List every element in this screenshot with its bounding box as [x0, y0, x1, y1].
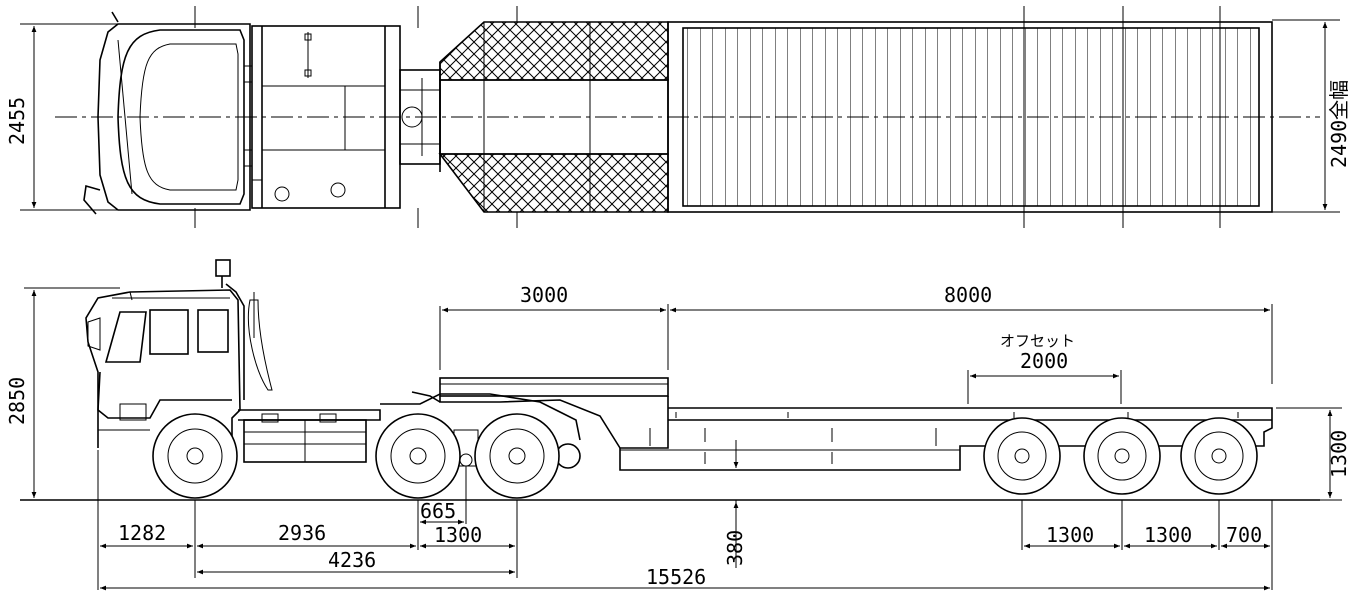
drive-wheel-1 — [375, 413, 461, 499]
wheels — [152, 413, 1258, 499]
overall-width-dimension: 2490全幅 — [1272, 19, 1351, 213]
fifth-wheel-plan — [399, 69, 441, 165]
front-to-rear-axle-label: 4236 — [328, 548, 376, 572]
lowbed-deck-plan — [667, 21, 1273, 213]
front-overhang-dimension: 1282 — [100, 521, 193, 549]
rear-overhang-label: 700 — [1226, 523, 1262, 547]
side-view: 2850 3000 8000 オフセット 2000 130 — [5, 259, 1351, 591]
trailer-axle-spacing-2-dimension: 1300 — [1124, 523, 1217, 549]
wheelbase-dimension: 2936 — [197, 521, 416, 549]
height-label: 2850 — [5, 377, 29, 425]
gooseneck-side — [411, 377, 669, 449]
offset-dimension: オフセット 2000 — [967, 332, 1122, 404]
rear-overhang-dimension: 700 — [1221, 523, 1270, 549]
trailer-wheel-1 — [983, 417, 1061, 495]
front-to-rear-axle-dimension: 4236 — [197, 548, 515, 575]
lowbed-length-label: 8000 — [944, 283, 992, 307]
trailer-axle-spacing-2-label: 1300 — [1144, 523, 1192, 547]
front-wheel — [152, 413, 238, 499]
deck-length-dimension: 3000 — [439, 283, 669, 370]
plan-view: 2455 2490全幅 — [5, 6, 1351, 228]
overall-width-label: 2490全幅 — [1327, 80, 1351, 168]
drive-wheel-2 — [474, 413, 560, 499]
trailer-wheel-3 — [1180, 417, 1258, 495]
offset-label: 2000 — [1020, 349, 1068, 373]
lowbed-frame-side — [619, 407, 1273, 471]
cab-plan — [83, 11, 253, 215]
ground-clearance-label: 380 — [723, 530, 747, 566]
chassis-plan — [251, 25, 401, 209]
height-dimension: 2850 — [5, 287, 120, 498]
kingpin-offset-label: 665 — [420, 499, 456, 523]
deck-height-dimension: 1300 — [1276, 407, 1351, 501]
kingpin-offset-dimension: 665 — [420, 499, 464, 525]
tandem-spacing-dimension: 1300 — [420, 523, 515, 549]
trailer-wheel-2 — [1083, 417, 1161, 495]
offset-caption: オフセット — [1000, 332, 1075, 350]
tractor-chassis-side — [238, 393, 581, 469]
deck-height-label: 1300 — [1327, 430, 1351, 478]
overall-length-label: 15526 — [646, 565, 706, 589]
plan-width-label: 2455 — [5, 97, 29, 145]
tandem-spacing-label: 1300 — [434, 523, 482, 547]
overall-length-dimension: 15526 — [100, 565, 1270, 591]
width-dimension: 2455 — [5, 23, 120, 211]
lowbed-length-dimension: 8000 — [670, 283, 1273, 384]
ground-clearance-dimension: 380 — [723, 440, 747, 568]
trailer-axle-spacing-1-label: 1300 — [1046, 523, 1094, 547]
wheelbase-label: 2936 — [278, 521, 326, 545]
deck-length-label: 3000 — [520, 283, 568, 307]
front-overhang-label: 1282 — [118, 521, 166, 545]
cab-side — [85, 259, 273, 448]
trailer-axle-spacing-1-dimension: 1300 — [1024, 523, 1120, 549]
